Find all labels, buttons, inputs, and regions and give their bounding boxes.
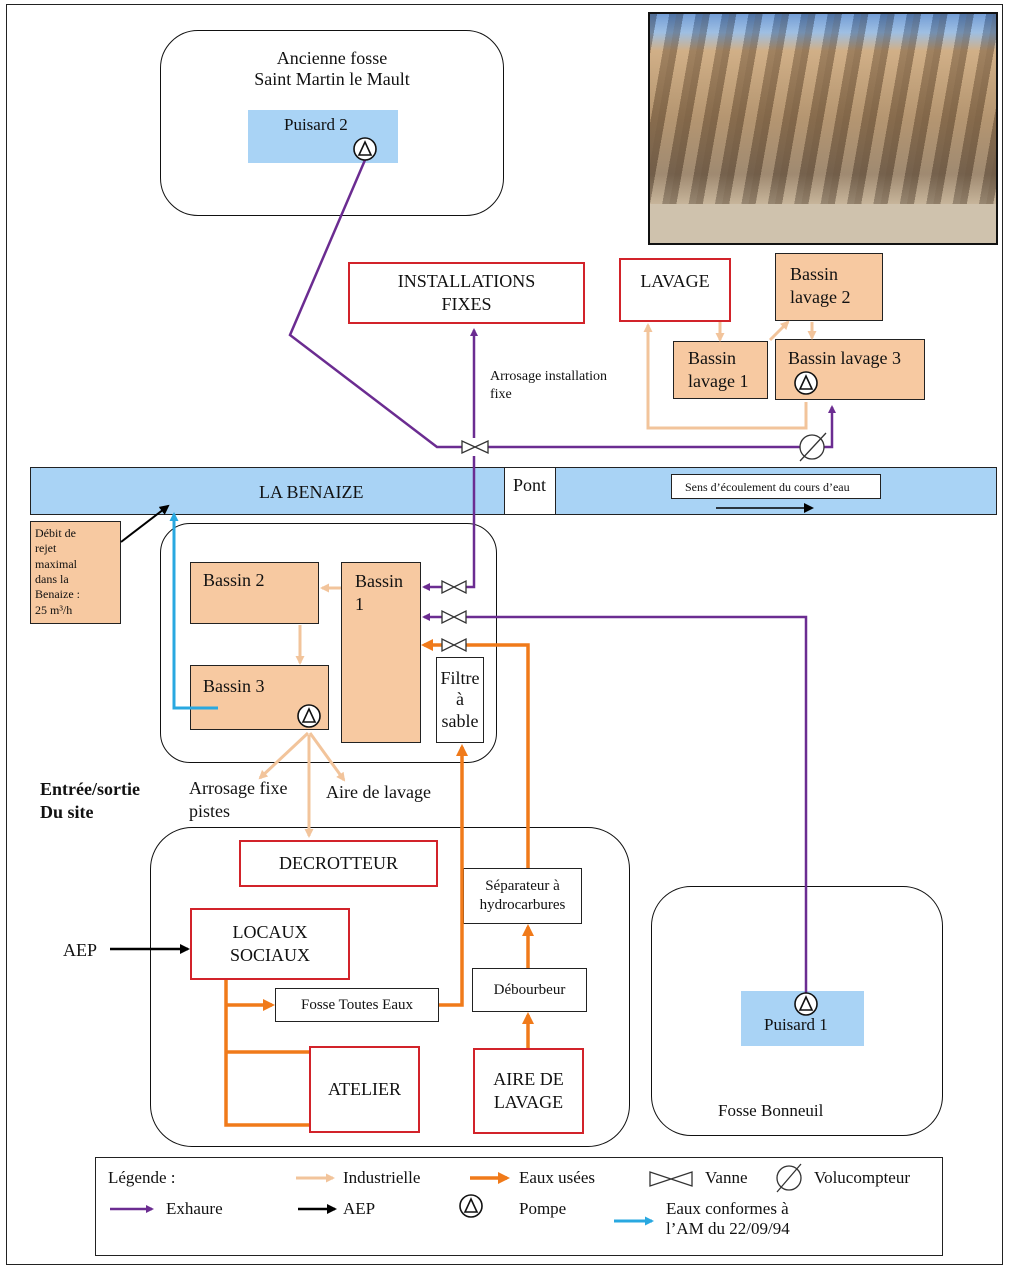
pont-box: Pont xyxy=(504,467,556,515)
legend-pompe-symbol xyxy=(459,1194,483,1218)
lavage-box: LAVAGE xyxy=(619,258,731,322)
fosse-bonneuil-title: Fosse Bonneuil xyxy=(718,1101,824,1120)
valve-icon[interactable] xyxy=(441,579,467,595)
decrotteur-box: DECROTTEUR xyxy=(239,840,438,887)
legend-vanne: Vanne xyxy=(705,1168,748,1187)
fosse-toutes-eaux-box: Fosse Toutes Eaux xyxy=(275,988,439,1022)
eaux-conformes-line xyxy=(169,512,218,710)
exhaure-lines xyxy=(288,159,836,1000)
legend-volucompteur-symbol xyxy=(776,1163,802,1193)
legend-aep: AEP xyxy=(343,1199,376,1218)
eaux-usees-lines xyxy=(224,639,534,1127)
pump-icon[interactable] xyxy=(353,137,377,161)
puisard-2-label: Puisard 2 xyxy=(284,115,348,134)
valve-icon[interactable] xyxy=(461,439,489,455)
debourbeur-box: Débourbeur xyxy=(472,968,587,1012)
legend-vanne-symbol xyxy=(649,1171,693,1187)
pump-icon[interactable] xyxy=(794,992,818,1016)
bassin-2: Bassin 2 xyxy=(190,562,319,624)
legend-box xyxy=(95,1157,943,1256)
legend-volucompteur: Volucompteur xyxy=(814,1168,911,1187)
atelier-box: ATELIER xyxy=(309,1046,420,1133)
legend-title: Légende : xyxy=(108,1168,176,1187)
legend-eaux-usees: Eaux usées xyxy=(519,1168,596,1187)
aep-input-label: AEP xyxy=(63,940,98,960)
la-benaize-label: LA BENAIZE xyxy=(259,482,364,502)
debit-pointer-arrow xyxy=(120,504,170,543)
valve-icon[interactable] xyxy=(441,637,467,653)
valve-icon[interactable] xyxy=(441,609,467,625)
industrielle-lines xyxy=(258,320,817,838)
legend-industrielle: Industrielle xyxy=(343,1168,421,1187)
pump-icon[interactable] xyxy=(794,371,818,395)
aire-de-lavage-label: Aire de lavage xyxy=(326,782,431,802)
quarry-photo xyxy=(648,12,998,245)
flow-direction-note: Sens d’écoulement du cours d’eau xyxy=(671,474,881,499)
valve-icons xyxy=(441,439,489,653)
ancienne-fosse-title: Ancienne fosse Saint Martin le Mault xyxy=(254,48,410,89)
volucompteur-icon xyxy=(799,432,827,462)
legend-exhaure: Exhaure xyxy=(166,1199,223,1218)
pump-icon[interactable] xyxy=(297,704,321,728)
legend-pompe: Pompe xyxy=(519,1199,567,1218)
pump-icons xyxy=(297,137,818,1016)
debit-note: Débit de rejet maximal dans la Benaize :… xyxy=(30,521,121,624)
